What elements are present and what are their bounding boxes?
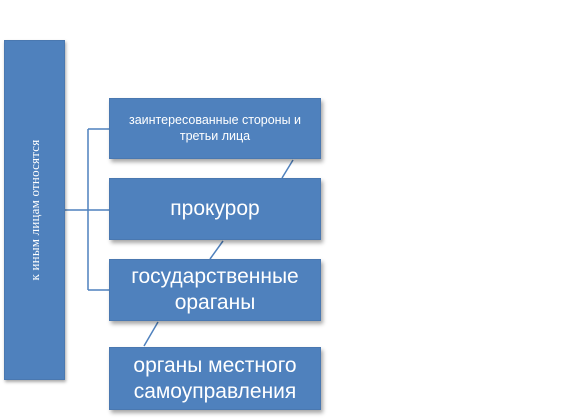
child-label-interested-parties: заинтересованные стороны и третьи лица [128, 113, 302, 143]
diagonal-link-3 [143, 321, 159, 347]
child-box-prosecutor: прокурор [109, 178, 321, 240]
child-box-state-bodies: государственные ораганы [109, 259, 321, 321]
diagonal-link-2 [209, 240, 224, 260]
child-label-state-bodies: государственные ораганы [131, 265, 299, 314]
diagonal-link-1 [281, 159, 294, 179]
child-box-interested-parties: заинтересованные стороны и третьи лица [109, 98, 321, 159]
root-box: к иным лицам относятся [4, 40, 65, 380]
child-label-local-government: органы местного самоуправления [133, 353, 297, 403]
child-label-prosecutor: прокурор [170, 197, 260, 221]
root-label: к иным лицам относятся [26, 139, 42, 281]
child-box-local-government: органы местного самоуправления [109, 347, 321, 410]
